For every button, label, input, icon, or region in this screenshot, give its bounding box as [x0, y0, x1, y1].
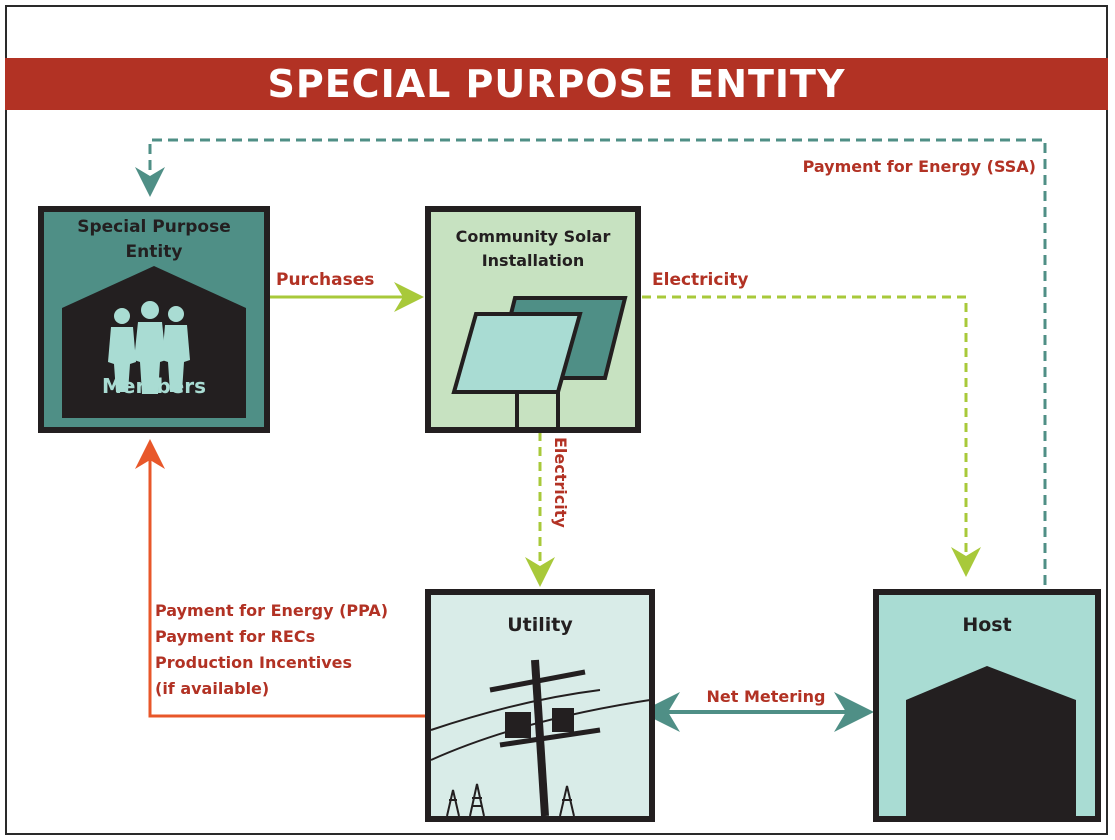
- title-banner: SPECIAL PURPOSE ENTITY: [5, 58, 1108, 110]
- utility-title: Utility: [507, 614, 573, 636]
- power-pole-icon: [430, 659, 651, 817]
- electricity-to-host-arrow: [642, 295, 981, 577]
- solar-panel-icon: [451, 296, 628, 430]
- if-available-label: (if available): [155, 679, 269, 698]
- electricity-to-host-label: Electricity: [652, 270, 749, 290]
- host-building-icon: [906, 666, 1076, 816]
- purchases-label: Purchases: [276, 270, 374, 290]
- diagram-title: SPECIAL PURPOSE ENTITY: [267, 62, 846, 106]
- solar-title-line2: Installation: [482, 251, 585, 270]
- spe-title-line2: Entity: [126, 242, 183, 262]
- host-node: Host: [873, 589, 1101, 822]
- payment-recs-label: Payment for RECs: [155, 627, 315, 646]
- members-label: Members: [102, 374, 206, 398]
- payment-ppa-label: Payment for Energy (PPA): [155, 601, 388, 620]
- payments-to-spe-arrow: [135, 439, 428, 718]
- members-people-icon: [108, 301, 190, 394]
- spe-title-line1: Special Purpose: [77, 217, 231, 237]
- electricity-to-utility-label: Electricity: [551, 437, 570, 528]
- host-title: Host: [962, 614, 1011, 636]
- spe-node: Special Purpose Entity Members: [38, 206, 270, 433]
- payment-ssa-label: Payment for Energy (SSA): [803, 157, 1036, 176]
- solar-title-line1: Community Solar: [456, 227, 611, 246]
- payment-ssa-arrow: [135, 138, 1047, 585]
- net-metering-label: Net Metering: [707, 687, 826, 706]
- utility-node: Utility: [425, 589, 655, 822]
- solar-node: Community Solar Installation: [425, 206, 641, 433]
- production-incentives-label: Production Incentives: [155, 653, 352, 672]
